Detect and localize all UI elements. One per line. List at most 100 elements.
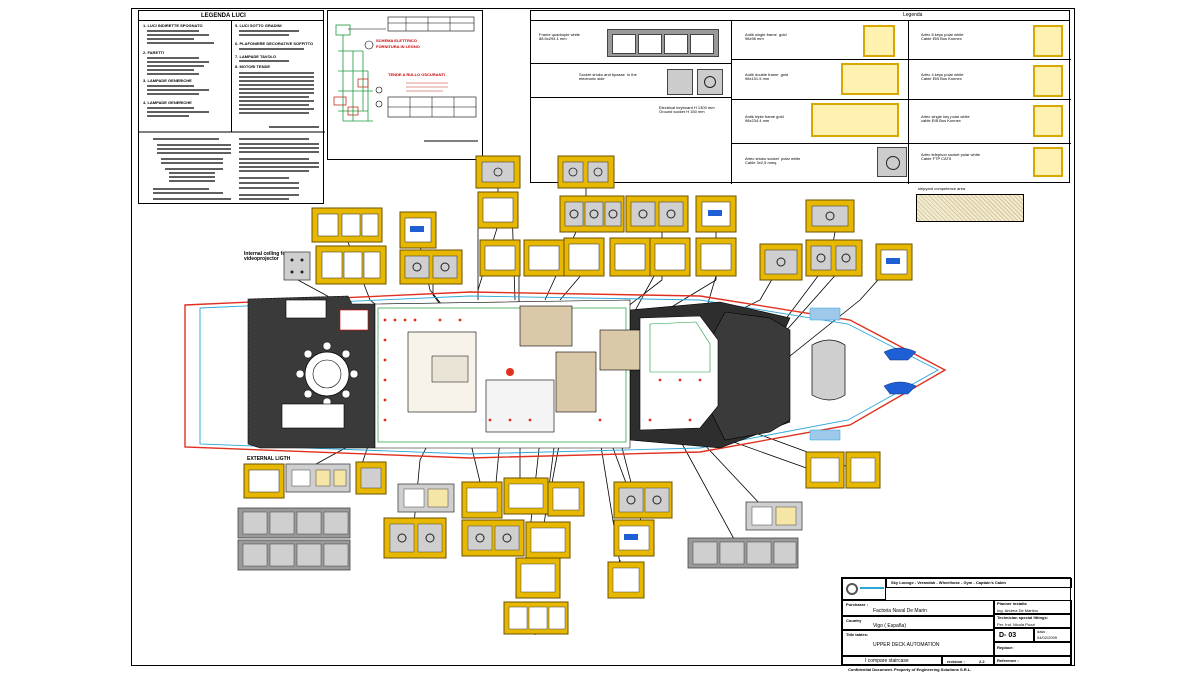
technician-label: Technician special fittings: xyxy=(997,615,1049,620)
module xyxy=(523,239,565,277)
purchaser-label: Purchaser : xyxy=(846,602,869,607)
module xyxy=(805,239,863,277)
module xyxy=(399,249,463,285)
title-block: Sky Lounge - Verandah - Wheelhose - Gym … xyxy=(841,577,1072,666)
wiring-schema: SCHEMA ELETTRICO FORNITURA IN LEGNO TEND… xyxy=(327,10,483,160)
frame-quad-symbol xyxy=(607,29,719,57)
shipyard-area-swatch xyxy=(916,194,1024,222)
date-value: 04/02/2009 xyxy=(1037,635,1058,640)
module xyxy=(461,481,503,519)
module xyxy=(461,519,525,557)
schema-drawing xyxy=(333,16,478,142)
module xyxy=(563,237,605,277)
legend-socket-label: Socket shuko and bpasse in the electroni… xyxy=(579,72,637,81)
module xyxy=(515,557,561,599)
module xyxy=(311,207,383,243)
country-value: Vigo ( España) xyxy=(873,623,906,629)
schema-title: SCHEMA ELETTRICO xyxy=(376,38,417,43)
module xyxy=(875,243,913,281)
reference-label: Reference : xyxy=(997,658,1019,663)
technician-value: Per. Ind. Nicola Pozzi xyxy=(997,622,1036,627)
legend-artec-phone-label: Artec telephon socket polar white Cable … xyxy=(921,152,980,161)
module xyxy=(397,483,455,513)
module xyxy=(525,521,571,559)
legend-item: 5. LUCI SOTTO GRADINI xyxy=(235,23,282,28)
module xyxy=(559,195,625,233)
antik-triple-symbol xyxy=(811,103,899,137)
legend-item: 6. PLAFONIERE DECORATIVE SOFFITTO xyxy=(235,41,314,46)
artec-phone-symbol xyxy=(1033,147,1063,177)
module xyxy=(695,195,737,233)
module xyxy=(399,211,437,249)
lighting-legend-title: LEGENDA LUCI xyxy=(201,13,246,19)
legend-item: 1. LUCI INDIRETTE SPOGNATO xyxy=(143,23,203,28)
module xyxy=(503,601,569,635)
company-logo xyxy=(842,578,886,600)
module xyxy=(503,477,549,515)
module xyxy=(479,239,521,277)
legend-artec-4-label: Artec 4 keys polar white Cable EIB Bus K… xyxy=(921,72,964,81)
module xyxy=(805,451,845,489)
revision-label: revision : xyxy=(947,659,965,664)
artec-single-symbol xyxy=(1033,105,1063,137)
replace-label: Replace: xyxy=(997,645,1014,650)
legend-artec-8-label: Artec 8 keys polar white Cable EIB Bus K… xyxy=(921,32,964,41)
title-value: UPPER DECK AUTOMATION xyxy=(873,642,940,648)
schema-title-curtains: TENDE A RULLO OSCURANTI xyxy=(388,72,446,77)
legend-frame-quad-label: Frame quadruple white 88.5x294.1 mm xyxy=(539,32,580,41)
module xyxy=(285,463,351,493)
module xyxy=(687,537,799,569)
legend-item: 2. FARETTI xyxy=(143,50,165,55)
planner-value: Ing. Andrea De Martino xyxy=(997,608,1039,613)
module xyxy=(745,501,803,531)
date-label: data : xyxy=(1037,629,1048,634)
lighting-legend: LEGENDA LUCI 1. LUCI INDIRETTE SPOGNATO … xyxy=(138,10,325,204)
module xyxy=(237,539,351,571)
title-block-header: Sky Lounge - Verandah - Wheelhose - Gym … xyxy=(891,580,1006,585)
legend-item: 4. LAMPADE GENERICHE xyxy=(143,100,192,105)
module xyxy=(315,245,387,285)
legend-item: 8. MOTORI TENDE xyxy=(235,64,271,69)
module xyxy=(283,251,311,281)
artec-8-symbol xyxy=(1033,25,1063,57)
artec-shuko-symbol xyxy=(877,147,907,177)
revision-value: 2.2 xyxy=(979,659,985,664)
antik-single-symbol xyxy=(863,25,895,57)
title-label: Title tables: xyxy=(846,632,869,637)
module xyxy=(625,195,689,233)
module xyxy=(355,461,387,495)
legend-text-lines xyxy=(139,30,325,200)
antik-double-symbol xyxy=(841,63,899,95)
legend-antik-triple-label: Antik triple frame gold 98x234.4 mm xyxy=(745,114,784,123)
legend-artec-shuko-label: Artec shuko socket polar white Cable 3x2… xyxy=(745,156,801,165)
confidential-footer: Confidential Document. Property of Engin… xyxy=(848,667,972,672)
legend-antik-single-label: Antik single frame gold 98x98 mm xyxy=(745,32,787,41)
module xyxy=(237,507,351,539)
external-lights-label: EXTERNAL LIGTH xyxy=(247,456,291,462)
module xyxy=(649,237,691,277)
country-label: Country xyxy=(846,618,862,623)
control-modules xyxy=(237,155,913,635)
legend-item: 7. LAMPADE TAVOLO xyxy=(235,54,277,59)
legend-keyboard-label: Electrical keyboard H 1300 mm Ground soc… xyxy=(659,105,715,114)
symbol-legend: Legenda Frame quadruple white 88.5x294.1… xyxy=(530,10,1071,184)
schema-subtitle: FORNITURA IN LEGNO xyxy=(376,44,420,49)
module xyxy=(805,199,855,233)
module xyxy=(547,481,585,517)
module xyxy=(759,243,803,281)
legend-item: 3. LAMPADE GENERICHE xyxy=(143,78,192,83)
symbol-legend-title: Legenda xyxy=(903,12,923,18)
legend-artec-single-label: Artec single key polar white cable EIB B… xyxy=(921,114,970,123)
module xyxy=(243,463,285,499)
compare-staircase: I compare staircase xyxy=(865,658,909,664)
module xyxy=(383,517,447,559)
legend-antik-double-label: Antik double frame gold 98x151.5 mm xyxy=(745,72,789,81)
drawing-number: D- 03 xyxy=(999,632,1017,639)
module xyxy=(607,561,645,599)
planner-label: Planner installa xyxy=(997,601,1027,606)
module xyxy=(477,191,519,229)
shipyard-label: shipyard competence area xyxy=(918,186,966,191)
socket-symbol xyxy=(667,69,725,95)
purchaser-value: Factoria Naval De Marin xyxy=(873,608,927,614)
